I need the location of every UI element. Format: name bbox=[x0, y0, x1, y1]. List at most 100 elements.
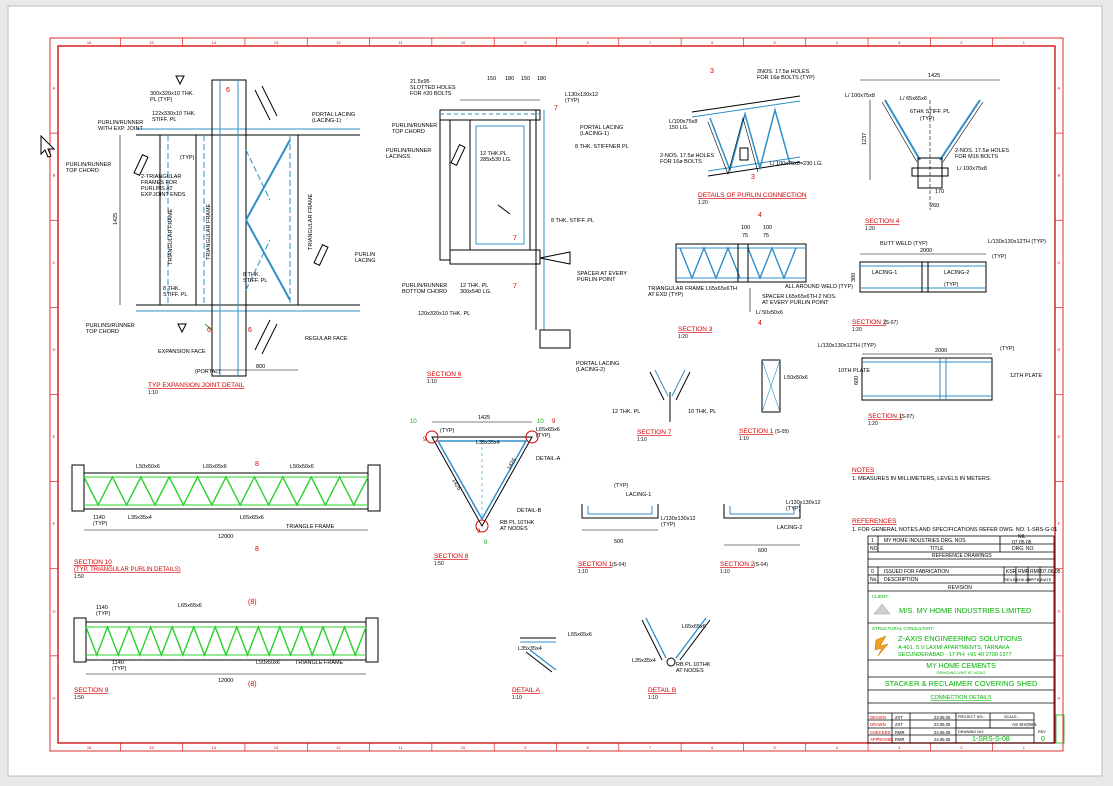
border-label: E bbox=[1058, 434, 1061, 439]
border-label: 7 bbox=[649, 745, 652, 750]
rev-hdr-desc: DESCRIPTION bbox=[884, 577, 919, 583]
dimension: 1425 bbox=[507, 457, 518, 471]
label: L/130x130x12TH (TYP) bbox=[988, 239, 1046, 245]
detail-title: SECTION 1 bbox=[578, 561, 613, 568]
callout: 10 bbox=[410, 419, 417, 425]
border-label: 1 bbox=[1023, 745, 1026, 750]
border-label: 12 bbox=[336, 40, 341, 45]
section-mark: 6 bbox=[207, 327, 211, 334]
label: FRAMES FOR bbox=[141, 180, 177, 186]
purlin-connection-labels: 2NOS. 17.5ø HOLES FOR 16ø BOLTS (TYP) L/… bbox=[660, 68, 823, 206]
section-mark: 8 bbox=[255, 546, 259, 553]
initials: ZXT bbox=[895, 722, 903, 727]
dimension: 12000 bbox=[218, 534, 233, 540]
label: L65x65x6 bbox=[536, 427, 560, 433]
section-4-labels: L/ 100x75x8 L/ 65x65x6 6THK STIFF. PL (T… bbox=[845, 73, 1009, 232]
border-label: 5 bbox=[773, 40, 776, 45]
label: LACING-2 bbox=[944, 270, 969, 276]
label: 8 THK. STIFFNER PL bbox=[575, 144, 629, 150]
detail-title: SECTION 7 bbox=[637, 429, 672, 436]
label: L35x35x4 bbox=[476, 440, 500, 446]
label: PORTAL LACING bbox=[580, 125, 623, 131]
rev-hdr-appby: APP.BY bbox=[1028, 577, 1042, 582]
section-mark: (8) bbox=[248, 599, 257, 606]
label: L/ 65x65x6 bbox=[900, 96, 927, 102]
label: PURLIN/RUNNER bbox=[66, 162, 111, 168]
label: BUTT WELD (TYP) bbox=[880, 241, 928, 247]
dimension: 600 bbox=[854, 376, 860, 385]
label: 285x530 LG. bbox=[480, 157, 512, 163]
label: 10TH PLATE bbox=[838, 368, 870, 374]
border-label: 2 bbox=[960, 745, 963, 750]
border-label: 8 bbox=[587, 40, 590, 45]
label: PURLINS AT bbox=[141, 186, 173, 192]
border-label: G bbox=[1057, 608, 1060, 613]
label: L/ 50x50x6 bbox=[756, 310, 783, 316]
section-2-s07-labels: BUTT WELD (TYP) L/130x130x12TH (TYP) (TY… bbox=[851, 239, 1046, 333]
consultant-name: Z-AXIS ENGINEERING SOLUTIONS bbox=[898, 634, 1022, 643]
section-mark: 8 bbox=[255, 461, 259, 468]
detail-title: DETAIL B bbox=[648, 687, 676, 694]
section-8-labels: 1425 (TYP) L35x35x4 L65x65x6 (TYP) DETAI… bbox=[410, 415, 561, 567]
scale-label: SCALE:- bbox=[1004, 715, 1020, 719]
label: 8 THK. bbox=[243, 272, 260, 278]
expansion-joint-labels: 300x320x10 THK. PL (TYP) 122x330x10 THK.… bbox=[66, 87, 375, 396]
border-label: 5 bbox=[773, 745, 776, 750]
initials: RMR bbox=[895, 730, 905, 735]
dimension: 75 bbox=[742, 233, 748, 239]
initials: RMR bbox=[895, 737, 905, 742]
section-mark: 4 bbox=[758, 212, 762, 219]
detail-b-labels: L65x65x6 RB PL 10THK AT NODES L35x35x4 D… bbox=[632, 624, 711, 701]
dimension: 12000 bbox=[218, 678, 233, 684]
detail-scale: 1:20 bbox=[852, 327, 862, 333]
label: PURLIN/RUNNER bbox=[98, 120, 143, 126]
drawing-subtitle: CONNECTION DETAILS bbox=[930, 695, 991, 701]
section-3-labels: TRIANGULAR FRAME L65x65x6TH AT EXD (TYP)… bbox=[648, 212, 853, 340]
detail-title: SECTION 8 bbox=[434, 553, 469, 560]
section-8-drawing bbox=[425, 421, 539, 533]
label: 12 THK. PL bbox=[612, 409, 640, 415]
label: PURLINS/RUNNER bbox=[86, 323, 135, 329]
drawing-number: 1-SRS-S-08 bbox=[972, 736, 1010, 743]
label: TOP CHORD bbox=[86, 329, 119, 335]
section-9-labels: 1140 (TYP) L65x65x6 L50x50x6 1140 (TYP) … bbox=[74, 599, 344, 701]
label: 120x320x10 THK. PL bbox=[418, 311, 470, 317]
label: (LACING-1) bbox=[312, 118, 341, 124]
detail-title: SECTION 1 bbox=[868, 413, 903, 420]
consultant-label: STRUCTURAL CONSULTANT: bbox=[872, 626, 934, 631]
section-3-drawing bbox=[675, 243, 807, 312]
callout: 9 bbox=[484, 540, 488, 546]
label: L/130x130x12TH (TYP) bbox=[818, 343, 876, 349]
label: PURLIN/RUNNER bbox=[402, 283, 447, 289]
project-no-label: PROJECT NO:- bbox=[958, 715, 985, 719]
role-label: DRAWN bbox=[870, 722, 886, 727]
label: 2-NOS. 17.5ø HOLES bbox=[660, 153, 714, 159]
border-label: A bbox=[1058, 86, 1061, 91]
dimension: 600 bbox=[758, 548, 767, 554]
rev-hdr-revby: REV.BY bbox=[1004, 577, 1019, 582]
detail-scale: 1:10 bbox=[739, 436, 749, 442]
label: 1140 bbox=[96, 605, 108, 611]
label: 8 THK. bbox=[163, 286, 180, 292]
role-date: 24.05.05 bbox=[934, 730, 951, 735]
section-2-s04-drawing bbox=[723, 504, 801, 546]
label: EXP.JOINT ENDS bbox=[141, 192, 186, 198]
label: TRIANGULAR FRAME bbox=[308, 193, 314, 250]
section-1-s05-drawing bbox=[761, 359, 781, 413]
label: TOP CHORD bbox=[66, 168, 99, 174]
border-label: 4 bbox=[836, 40, 839, 45]
label: LACING-1 bbox=[626, 492, 651, 498]
rev-desc: ISSUED FOR FABRICATION bbox=[884, 569, 949, 575]
dimension: 1425 bbox=[450, 478, 461, 492]
dimension: 260 bbox=[930, 203, 939, 209]
border-label: 4 bbox=[836, 745, 839, 750]
label: LACINGS bbox=[386, 154, 410, 160]
reference-drawings-label: REFERENCE DRAWINGS bbox=[932, 553, 992, 559]
client-label: CLIENT: bbox=[872, 594, 889, 599]
border-label: F bbox=[1058, 521, 1061, 526]
label: 2NOS. 17.5ø HOLES bbox=[757, 69, 810, 75]
ref-title: MY HOME INDUSTRIES DRG. NOS bbox=[884, 538, 966, 544]
label: STIFF. PL bbox=[163, 292, 187, 298]
border-label: A bbox=[53, 86, 56, 91]
label: L65x65x6 bbox=[203, 464, 227, 470]
